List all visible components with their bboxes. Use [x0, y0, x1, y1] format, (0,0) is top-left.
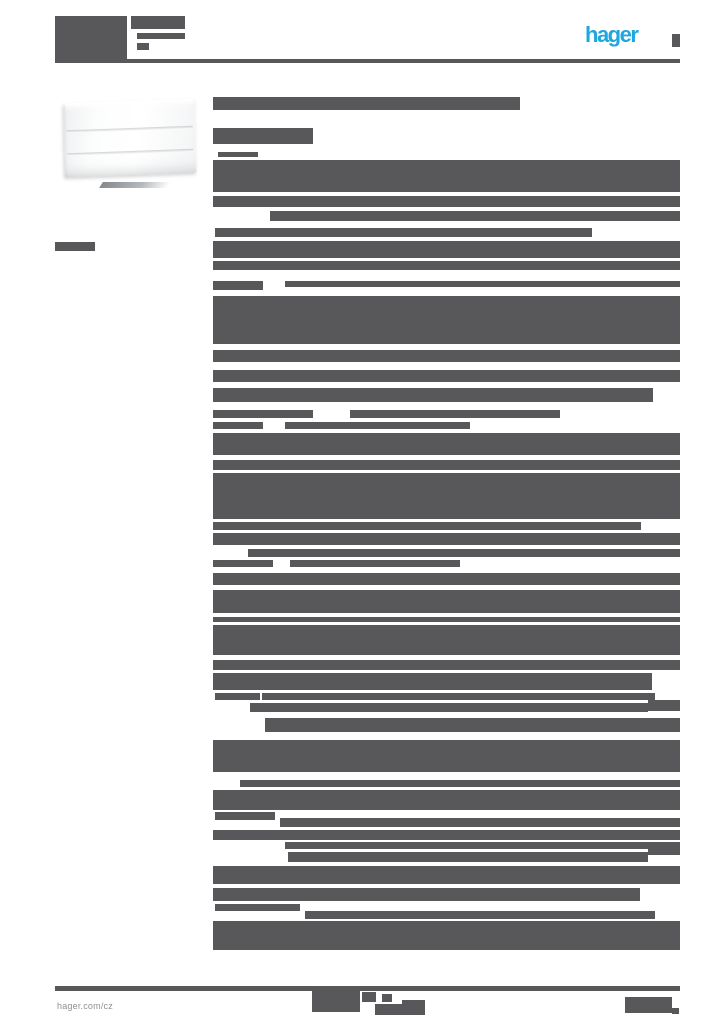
- footer-website-link[interactable]: hager.com/cz: [57, 1000, 113, 1011]
- redacted-text-bar: [213, 281, 263, 290]
- redacted-text-bar: [648, 700, 680, 711]
- enclosure-front-panel: [63, 98, 197, 178]
- footer-rule: [55, 986, 680, 991]
- redacted-text-bar: [213, 261, 680, 270]
- header-rule: [55, 59, 680, 63]
- redacted-text-bar: [213, 296, 680, 344]
- redacted-text-bar: [288, 852, 648, 862]
- redacted-text-bar: [213, 790, 680, 810]
- redacted-text-bar: [213, 673, 652, 690]
- redacted-text-bar: [213, 388, 653, 402]
- enclosure-lid-groove: [67, 149, 194, 157]
- footer-link-box: hager.com/cz: [52, 992, 168, 1019]
- redacted-text-bar: [280, 818, 680, 827]
- redacted-text-bar: [213, 350, 680, 362]
- redacted-text-bar: [213, 370, 680, 382]
- redacted-text-bar: [312, 989, 360, 1012]
- redacted-text-bar: [213, 830, 680, 840]
- redacted-text-bar: [213, 866, 680, 884]
- redacted-text-bar: [55, 16, 127, 60]
- redacted-text-bar: [55, 242, 95, 251]
- redacted-text-bar: [213, 660, 680, 670]
- redacted-text-bar: [215, 693, 260, 700]
- redacted-text-bar: [213, 590, 680, 613]
- redacted-text-bar: [265, 718, 680, 732]
- redacted-text-bar: [240, 780, 680, 787]
- redacted-text-bar: [213, 128, 313, 144]
- redacted-text-bar: [213, 625, 680, 655]
- redacted-text-bar: [362, 992, 376, 1002]
- redacted-text-bar: [213, 921, 680, 950]
- redacted-text-bar: [213, 410, 313, 418]
- redacted-text-bar: [382, 994, 392, 1002]
- redacted-text-bar: [270, 211, 680, 221]
- product-image: [57, 92, 203, 190]
- redacted-text-bar: [137, 43, 149, 50]
- redacted-text-bar: [672, 34, 680, 47]
- redacted-text-bar: [248, 549, 680, 557]
- redacted-text-bar: [213, 241, 680, 258]
- redacted-text-bar: [262, 693, 655, 700]
- redacted-text-bar: [213, 617, 680, 622]
- redacted-text-bar: [218, 152, 258, 157]
- redacted-text-bar: [285, 842, 680, 849]
- redacted-text-bar: [290, 560, 460, 567]
- enclosure-top-face: [65, 98, 194, 112]
- redacted-text-bar: [213, 522, 641, 530]
- redacted-text-bar: [625, 997, 672, 1013]
- redacted-text-bar: [285, 422, 470, 429]
- redacted-text-bar: [213, 473, 680, 519]
- redacted-text-bar: [213, 888, 640, 901]
- redacted-text-bar: [213, 533, 680, 545]
- redacted-text-bar: [131, 16, 185, 29]
- redacted-text-bar: [375, 1004, 425, 1015]
- redacted-text-bar: [672, 1008, 679, 1014]
- enclosure-lid-groove: [66, 125, 193, 133]
- redacted-text-bar: [137, 33, 185, 39]
- redacted-text-bar: [648, 843, 680, 855]
- redacted-text-bar: [350, 410, 560, 418]
- redacted-text-bar: [213, 740, 680, 772]
- redacted-text-bar: [215, 228, 592, 237]
- redacted-text-bar: [305, 911, 655, 919]
- redacted-text-bar: [285, 281, 680, 287]
- redacted-text-bar: [213, 433, 680, 455]
- redacted-text-bar: [250, 703, 648, 712]
- redacted-text-bar: [213, 97, 520, 110]
- redacted-text-bar: [213, 196, 680, 207]
- redacted-text-bar: [213, 573, 680, 585]
- redacted-text-bar: [215, 904, 300, 911]
- redacted-text-bar: [215, 812, 275, 820]
- redacted-text-bar: [402, 1000, 425, 1013]
- hager-logo: hager: [585, 22, 639, 47]
- redacted-text-bar: [213, 460, 680, 470]
- redacted-text-bar: [213, 422, 263, 429]
- enclosure-shadow: [99, 182, 171, 188]
- redacted-text-bar: [213, 560, 273, 567]
- redacted-text-bar: [213, 160, 680, 192]
